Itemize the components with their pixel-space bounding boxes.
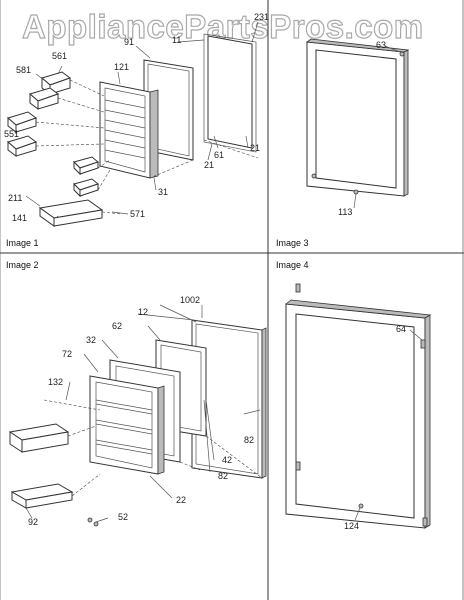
callout-32: 32 — [86, 335, 97, 345]
panel-caption-image2: Image 2 — [6, 260, 39, 270]
callout-581: 581 — [16, 65, 32, 75]
image1-freezer-door-assembly — [6, 21, 259, 227]
callout-72: 72 — [62, 349, 73, 359]
callout-62: 62 — [112, 321, 123, 331]
door-panel-11 — [207, 35, 253, 149]
callout-113: 113 — [338, 207, 353, 217]
callout-63: 63 — [376, 40, 387, 50]
callout-571: 571 — [130, 209, 146, 219]
door-bins — [6, 71, 100, 198]
callout-82-lower: 82 — [218, 471, 229, 481]
callout-231: 231 — [254, 12, 270, 22]
callout-132: 132 — [48, 377, 64, 387]
callout-1002: 1002 — [180, 295, 201, 305]
callout-52: 52 — [118, 512, 129, 522]
callout-64: 64 — [396, 324, 407, 334]
panel-caption-image3: Image 3 — [276, 238, 309, 248]
callout-22: 22 — [176, 495, 187, 505]
panel-caption-image1: Image 1 — [6, 238, 39, 248]
callout-551: 551 — [4, 129, 20, 139]
door-liner-121 — [99, 81, 151, 179]
callout-91: 91 — [124, 37, 135, 47]
callout-82-upper: 82 — [244, 435, 255, 445]
image3-door-frame — [305, 38, 410, 209]
callout-42: 42 — [222, 455, 233, 465]
callout-211: 211 — [8, 193, 23, 203]
panel-caption-image4: Image 4 — [276, 260, 309, 270]
callout-31: 31 — [158, 187, 169, 197]
image2-fresh-food-door-assembly — [8, 304, 267, 527]
image4-door-frame — [284, 283, 432, 529]
callout-92: 92 — [28, 517, 39, 527]
callout-11: 11 — [172, 35, 182, 45]
callout-561: 561 — [52, 51, 68, 61]
callout-124: 124 — [344, 521, 360, 531]
callout-141: 141 — [12, 213, 28, 223]
callout-61: 61 — [214, 150, 225, 160]
callout-121: 121 — [114, 62, 130, 72]
callout-21-right: 21 — [250, 143, 261, 153]
callout-12: 12 — [138, 307, 149, 317]
callout-21-left: 21 — [204, 160, 215, 170]
